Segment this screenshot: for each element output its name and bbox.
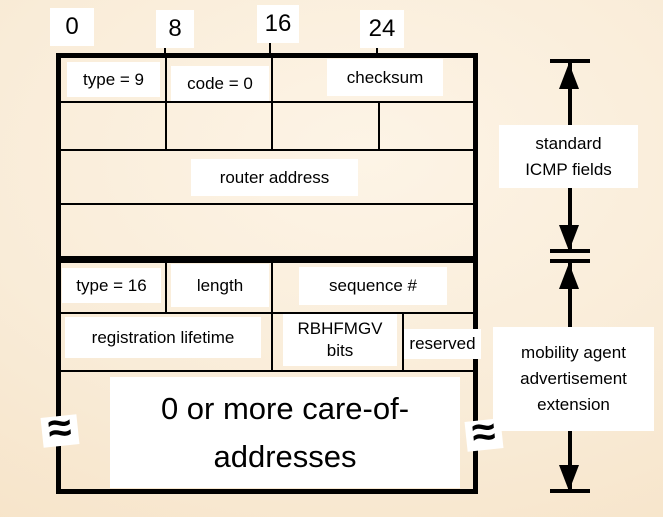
standard-arrow-top-bar [550,59,590,63]
field-label-type9: type = 9 [67,62,160,97]
standard-arrow-down-head [559,225,579,251]
grid-line-row5-bottom [61,312,473,314]
break-glyph: ≈ [45,402,74,453]
grid-line-row1-bottom [61,101,473,103]
grid-line-row2-bottom [61,149,473,151]
grid-divider-row5-col8 [165,263,167,312]
mobility-arrow-top-bar [550,259,590,263]
field-label-flag-bits: RBHFMGV bits [283,314,397,366]
care-of-line1: 0 or more care-of- [160,390,410,426]
annotation-standard-icmp-fields: standard ICMP fields [499,125,638,188]
grid-divider-row1-col16 [271,58,273,101]
grid-divider-row2-col24 [378,101,380,149]
field-label-care-of-addresses: 0 or more care-of- addresses [110,377,460,488]
mobility-arrow-down-head [559,465,579,491]
break-mark-left: ≈ [40,403,80,452]
field-label-router-address: router address [191,159,358,196]
grid-line-row6-bottom [61,370,473,372]
field-label-type16: type = 16 [62,268,161,303]
care-of-line2: addresses [213,438,357,474]
grid-divider-row1-col8 [165,58,167,101]
field-label-sequence: sequence # [299,267,447,305]
grid-line-header-extension-separator [61,256,473,263]
mobility-line3: extension [537,395,610,414]
break-mark-right: ≈ [464,407,504,456]
grid-line-row3-bottom [61,203,473,205]
grid-divider-row6-col16 [271,312,273,370]
bit-label-8: 8 [156,10,194,48]
annotation-mobility-agent-extension: mobility agent advertisement extension [493,327,654,431]
standard-icmp-line1: standard [535,133,602,153]
break-glyph: ≈ [469,406,498,457]
grid-divider-row2-col16 [271,101,273,149]
field-label-length: length [171,264,269,307]
standard-icmp-line2: ICMP fields [525,159,612,179]
bit-label-0: 0 [50,8,94,46]
bit-label-24: 24 [360,10,404,48]
grid-divider-row6-reserved [402,312,404,370]
field-label-reserved: reserved [404,329,481,359]
grid-divider-row5-col16 [271,263,273,312]
grid-divider-row2-col8 [165,101,167,149]
flag-bits-line1: RBHFMGV [297,319,383,338]
mobility-line2: advertisement [520,369,627,388]
field-label-code0: code = 0 [171,66,269,101]
flag-bits-line2: bits [326,341,354,360]
mobility-arrow-bottom-bar [550,489,590,493]
bit-label-16: 16 [257,5,299,43]
field-label-registration-lifetime: registration lifetime [65,317,261,358]
bit-tick-16 [269,38,271,54]
standard-arrow-bottom-bar [550,249,590,253]
mobility-line1: mobility agent [521,343,626,362]
packet-diagram-table [56,53,478,494]
field-label-checksum: checksum [327,59,443,96]
